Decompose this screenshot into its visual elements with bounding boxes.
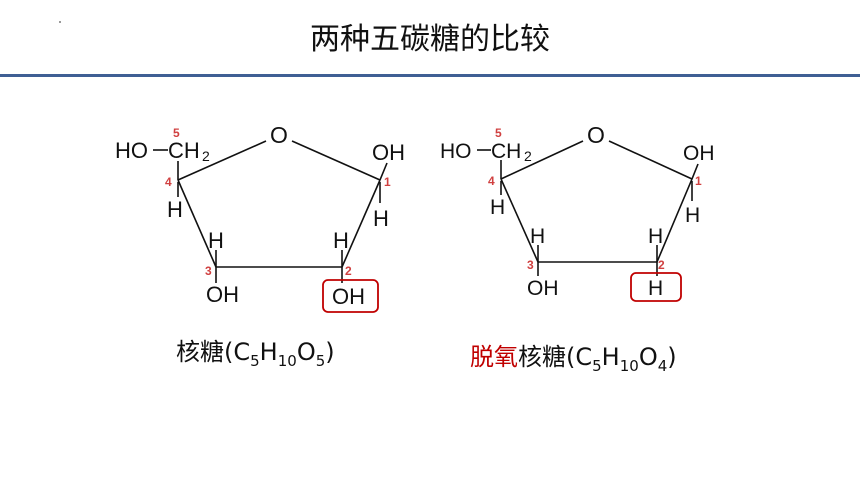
ribose-caption: 核糖(C5H10O5) (176, 338, 335, 370)
deoxyribose-c5-number: 5 (495, 126, 502, 140)
ribose-ring-oxygen: O (270, 122, 288, 148)
deoxyribose-c2-h-upper: H (648, 225, 663, 248)
ribose-c3-oh: OH (206, 282, 239, 307)
title-underline (0, 74, 860, 77)
deoxyribose-caption: 脱氧核糖(C5H10O4) (470, 343, 677, 375)
deoxyribose-c3-h: H (530, 225, 545, 248)
ribose-c3-h: H (208, 228, 224, 253)
slide-title: 两种五碳糖的比较 (310, 22, 550, 57)
deoxyribose-ch2-subscript: 2 (524, 148, 532, 164)
ribose-c1-h: H (373, 206, 389, 231)
deoxyribose-structure: O HO CH 2 OH H H H OH H H 5 4 1 3 2 (440, 122, 715, 302)
ribose-c3-number: 3 (205, 264, 212, 278)
deoxyribose-c4-h: H (490, 196, 505, 219)
deoxyribose-c3-number: 3 (527, 258, 534, 272)
deoxyribose-c1-number: 1 (695, 174, 702, 188)
ribose-c1-number: 1 (384, 175, 391, 189)
ribose-c2-oh: OH (332, 284, 365, 309)
ribose-c1-oh: OH (372, 140, 405, 165)
deoxyribose-c4-number: 4 (488, 174, 495, 188)
deoxyribose-c2-highlight-box (630, 272, 682, 302)
decorative-dot (59, 21, 61, 23)
ribose-ch2-label: CH (168, 138, 200, 163)
deoxyribose-c2-number: 2 (658, 258, 665, 272)
deoxyribose-ring-oxygen: O (587, 122, 605, 148)
deoxyribose-ho-label: HO (440, 140, 472, 163)
deoxy-prefix: 脱氧 (470, 343, 518, 371)
ribose-c4-h: H (167, 197, 183, 222)
ribose-c5-number: 5 (173, 126, 180, 140)
deoxyribose-c1-oh: OH (683, 142, 715, 165)
ribose-ch2-subscript: 2 (202, 148, 210, 164)
ribose-ho-label: HO (115, 138, 148, 163)
deoxyribose-c3-oh: OH (527, 277, 559, 300)
ribose-c4-number: 4 (165, 175, 172, 189)
ribose-structure: O HO CH 2 OH H H H OH H OH 5 4 1 3 2 (115, 122, 405, 313)
deoxyribose-c2-h-lower: H (648, 277, 663, 300)
ribose-c2-highlight-box (322, 279, 379, 313)
deoxyribose-ch2-label: CH (491, 140, 521, 163)
deoxyribose-c1-h: H (685, 204, 700, 227)
ribose-c2-number: 2 (345, 264, 352, 278)
ribose-c2-h: H (333, 228, 349, 253)
